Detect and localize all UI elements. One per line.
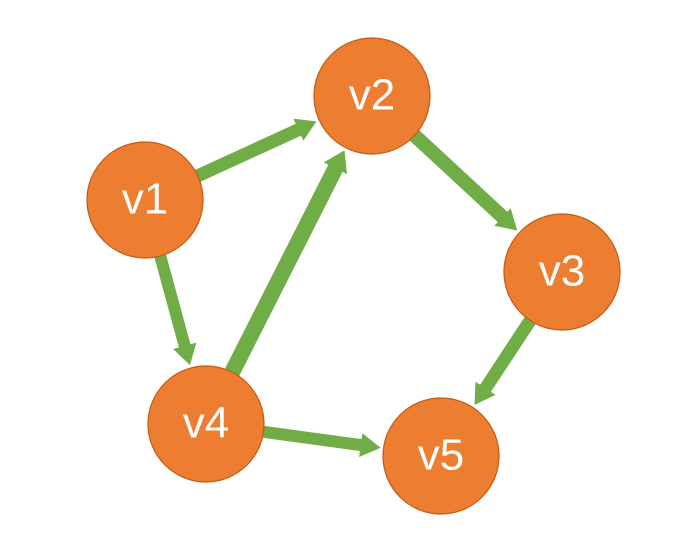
node-v5: v5 — [382, 397, 500, 515]
edge-arrow-v1-v4 — [153, 252, 197, 366]
edge-arrow-v4-v5 — [260, 425, 381, 457]
node-v2: v2 — [313, 37, 431, 155]
node-v3: v3 — [503, 213, 621, 331]
edge-arrow-v3-v5 — [474, 315, 537, 405]
node-label-v1: v1 — [122, 175, 168, 224]
edges-layer — [153, 118, 537, 457]
node-v1: v1 — [86, 141, 204, 259]
node-v4: v4 — [147, 365, 265, 483]
node-circle-v3 — [503, 213, 621, 331]
node-circle-v5 — [382, 397, 500, 515]
node-label-v5: v5 — [418, 431, 464, 480]
node-circle-v4 — [147, 365, 265, 483]
node-label-v3: v3 — [539, 247, 585, 296]
edge-arrow-v1-v2 — [193, 118, 317, 183]
edge-arrow-v2-v3 — [408, 128, 518, 231]
node-circle-v1 — [86, 141, 204, 259]
edge-arrow-v4-v2 — [224, 150, 347, 378]
node-label-v2: v2 — [349, 71, 395, 120]
node-circle-v2 — [313, 37, 431, 155]
node-label-v4: v4 — [183, 399, 229, 448]
nodes-layer: v1 v2 v3 v4 v5 — [86, 37, 621, 515]
